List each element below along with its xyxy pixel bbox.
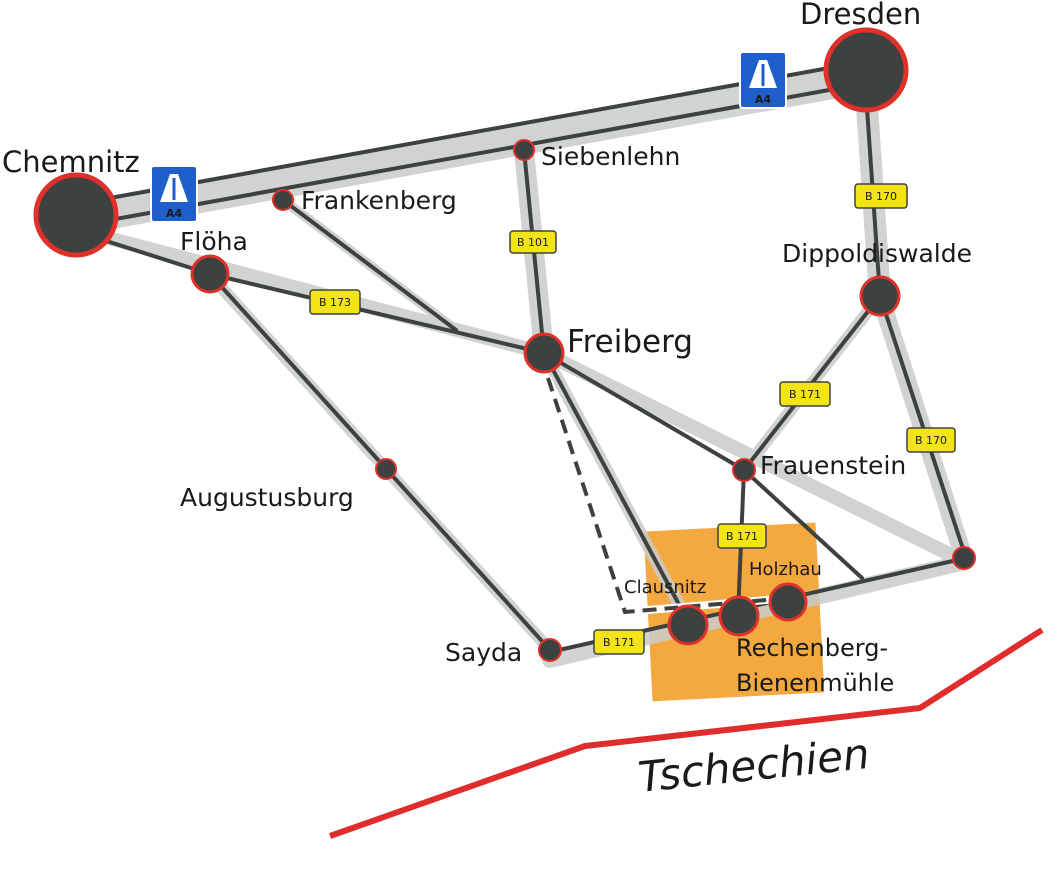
road-b170-south: [878, 294, 968, 560]
label-frauenstein: Frauenstein: [760, 451, 906, 480]
label-country: Tschechien: [636, 729, 872, 802]
label-floeha: Flöha: [180, 227, 248, 256]
svg-text:B 173: B 173: [319, 296, 351, 309]
road-frankenberg: [281, 198, 458, 332]
label-rechenberg-line2: Bienenmühle: [736, 669, 894, 697]
cities: [33, 27, 976, 662]
city-frankenberg: [272, 189, 294, 211]
city-freiberg: [523, 332, 565, 374]
svg-text:A4: A4: [755, 93, 772, 106]
city-siebenlehn: [513, 139, 535, 161]
label-dresden: Dresden: [800, 0, 921, 31]
svg-text:B 171: B 171: [603, 636, 635, 649]
road-a4-lower: [108, 86, 842, 222]
federal-road-sign-icon: B 171: [779, 381, 831, 407]
city-rechenberg: [718, 595, 760, 637]
federal-road-sign-icon: B 101: [509, 230, 557, 254]
city-chemnitz: [33, 172, 119, 258]
label-augustusburg: Augustusburg: [180, 483, 354, 512]
road-freiberg-clausnitz: [542, 351, 692, 627]
label-clausnitz: Clausnitz: [624, 577, 706, 598]
road-b173: [208, 272, 546, 355]
svg-text:A4: A4: [166, 207, 183, 220]
label-frankenberg: Frankenberg: [301, 186, 457, 215]
city-augustusburg: [375, 458, 397, 480]
svg-text:B 170: B 170: [865, 190, 897, 203]
federal-road-sign-icon: B 171: [717, 523, 767, 549]
road-shadows: [63, 63, 973, 668]
road-frauenstein-east: [742, 468, 864, 580]
label-holzhau: Holzhau: [749, 559, 822, 580]
label-siebenlehn: Siebenlehn: [541, 142, 680, 171]
svg-text:B 171: B 171: [726, 530, 758, 543]
city-east-junction: [952, 546, 976, 570]
roads: [76, 64, 968, 654]
city-sayda: [538, 638, 562, 662]
federal-road-sign-icon: B 170: [906, 427, 956, 453]
label-dippoldiswalde: Dippoldiswalde: [782, 239, 972, 268]
label-chemnitz: Chemnitz: [2, 145, 140, 179]
label-sayda: Sayda: [445, 638, 522, 667]
motorway-sign-icon: A4: [739, 51, 787, 109]
city-frauenstein: [732, 458, 756, 482]
label-freiberg: Freiberg: [567, 324, 693, 360]
city-clausnitz: [667, 604, 709, 646]
svg-text:B 101: B 101: [517, 236, 549, 249]
federal-road-sign-icon: B 173: [309, 289, 361, 315]
road-a4-upper: [108, 64, 842, 200]
city-dresden: [823, 27, 909, 113]
city-dippoldiswalde: [859, 275, 901, 317]
svg-text:B 171: B 171: [789, 388, 821, 401]
national-border: [329, 627, 1044, 839]
federal-road-sign-icon: B 171: [593, 629, 645, 655]
motorway-sign-icon: A4: [150, 165, 198, 223]
city-holzhau: [768, 582, 808, 622]
federal-road-sign-icon: B 170: [854, 183, 908, 209]
label-rechenberg-line1: Rechenberg-: [736, 634, 888, 662]
road-freiberg-frauenstein: [542, 351, 746, 472]
svg-text:B 170: B 170: [915, 434, 947, 447]
city-floeha: [190, 254, 230, 294]
